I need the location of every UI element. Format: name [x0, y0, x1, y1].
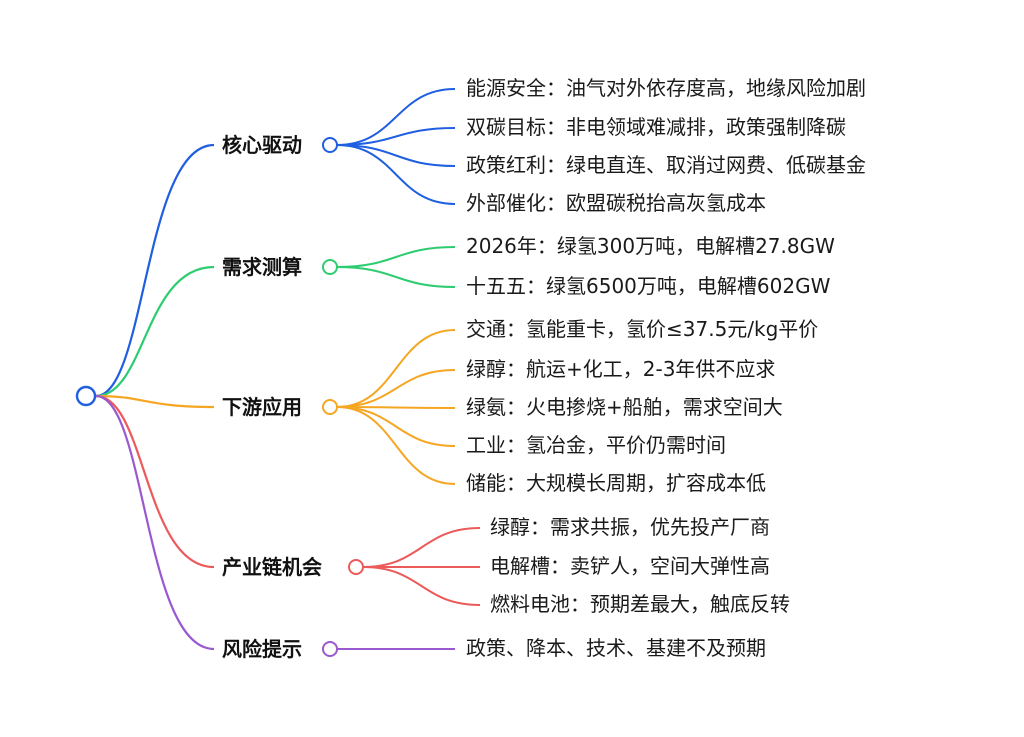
leaf-label: 交通：氢能重卡，氢价≤37.5元/kg平价	[466, 317, 819, 341]
leaf-label: 双碳目标：非电领域难减排，政策强制降碳	[466, 115, 846, 139]
leaf-label: 绿醇：需求共振，优先投产厂商	[490, 515, 770, 539]
root-to-branch-connector	[95, 394, 215, 409]
node-group	[75, 137, 364, 657]
connector-group	[95, 88, 481, 651]
leaf-label: 工业：氢冶金，平价仍需时间	[466, 433, 726, 457]
branch-node	[322, 399, 338, 415]
branch-to-leaf-connector	[336, 144, 456, 167]
branch-node	[348, 559, 364, 575]
branch-node	[322, 137, 338, 153]
branch-to-leaf-connector	[336, 266, 456, 288]
branch-node	[322, 641, 338, 657]
leaf-label: 外部催化：欧盟碳税抬高灰氢成本	[466, 191, 766, 215]
branch-node	[322, 259, 338, 275]
branch-label: 风险提示	[222, 637, 302, 661]
leaf-label: 燃料电池：预期差最大，触底反转	[490, 592, 790, 616]
branch-to-leaf-connector	[336, 406, 456, 485]
branch-to-leaf-connector	[336, 329, 456, 408]
root-to-branch-connector	[95, 265, 215, 398]
branch-to-leaf-connector	[336, 127, 456, 146]
leaf-label: 政策红利：绿电直连、取消过网费、低碳基金	[466, 153, 866, 177]
root-to-branch-connector	[95, 394, 215, 569]
root-node	[75, 385, 97, 407]
branch-to-leaf-connector	[336, 406, 456, 447]
branch-label: 需求测算	[222, 255, 302, 279]
branch-to-leaf-connector	[336, 406, 456, 409]
leaf-label: 绿氨：火电掺烧+船舶，需求空间大	[466, 395, 783, 419]
branch-to-leaf-connector	[336, 144, 456, 205]
branch-label: 产业链机会	[222, 555, 322, 579]
branch-to-leaf-connector	[336, 246, 456, 268]
leaf-label: 电解槽：卖铲人，空间大弹性高	[490, 554, 770, 578]
branch-label: 核心驱动	[222, 133, 302, 157]
root-to-branch-connector	[95, 143, 215, 398]
branch-label: 下游应用	[222, 395, 302, 419]
root-to-branch-connector	[95, 394, 215, 651]
branch-to-leaf-connector	[336, 88, 456, 146]
leaf-label: 十五五：绿氢6500万吨，电解槽602GW	[466, 274, 831, 298]
leaf-label: 2026年：绿氢300万吨，电解槽27.8GW	[466, 234, 835, 258]
leaf-label: 绿醇：航运+化工，2-3年供不应求	[466, 357, 776, 381]
branch-to-leaf-connector	[336, 369, 456, 408]
leaf-label: 政策、降本、技术、基建不及预期	[466, 636, 766, 660]
leaf-label: 能源安全：油气对外依存度高，地缘风险加剧	[466, 76, 866, 100]
branch-to-leaf-connector	[362, 566, 481, 606]
branch-to-leaf-connector	[362, 527, 481, 568]
leaf-label: 储能：大规模长周期，扩容成本低	[466, 471, 766, 495]
